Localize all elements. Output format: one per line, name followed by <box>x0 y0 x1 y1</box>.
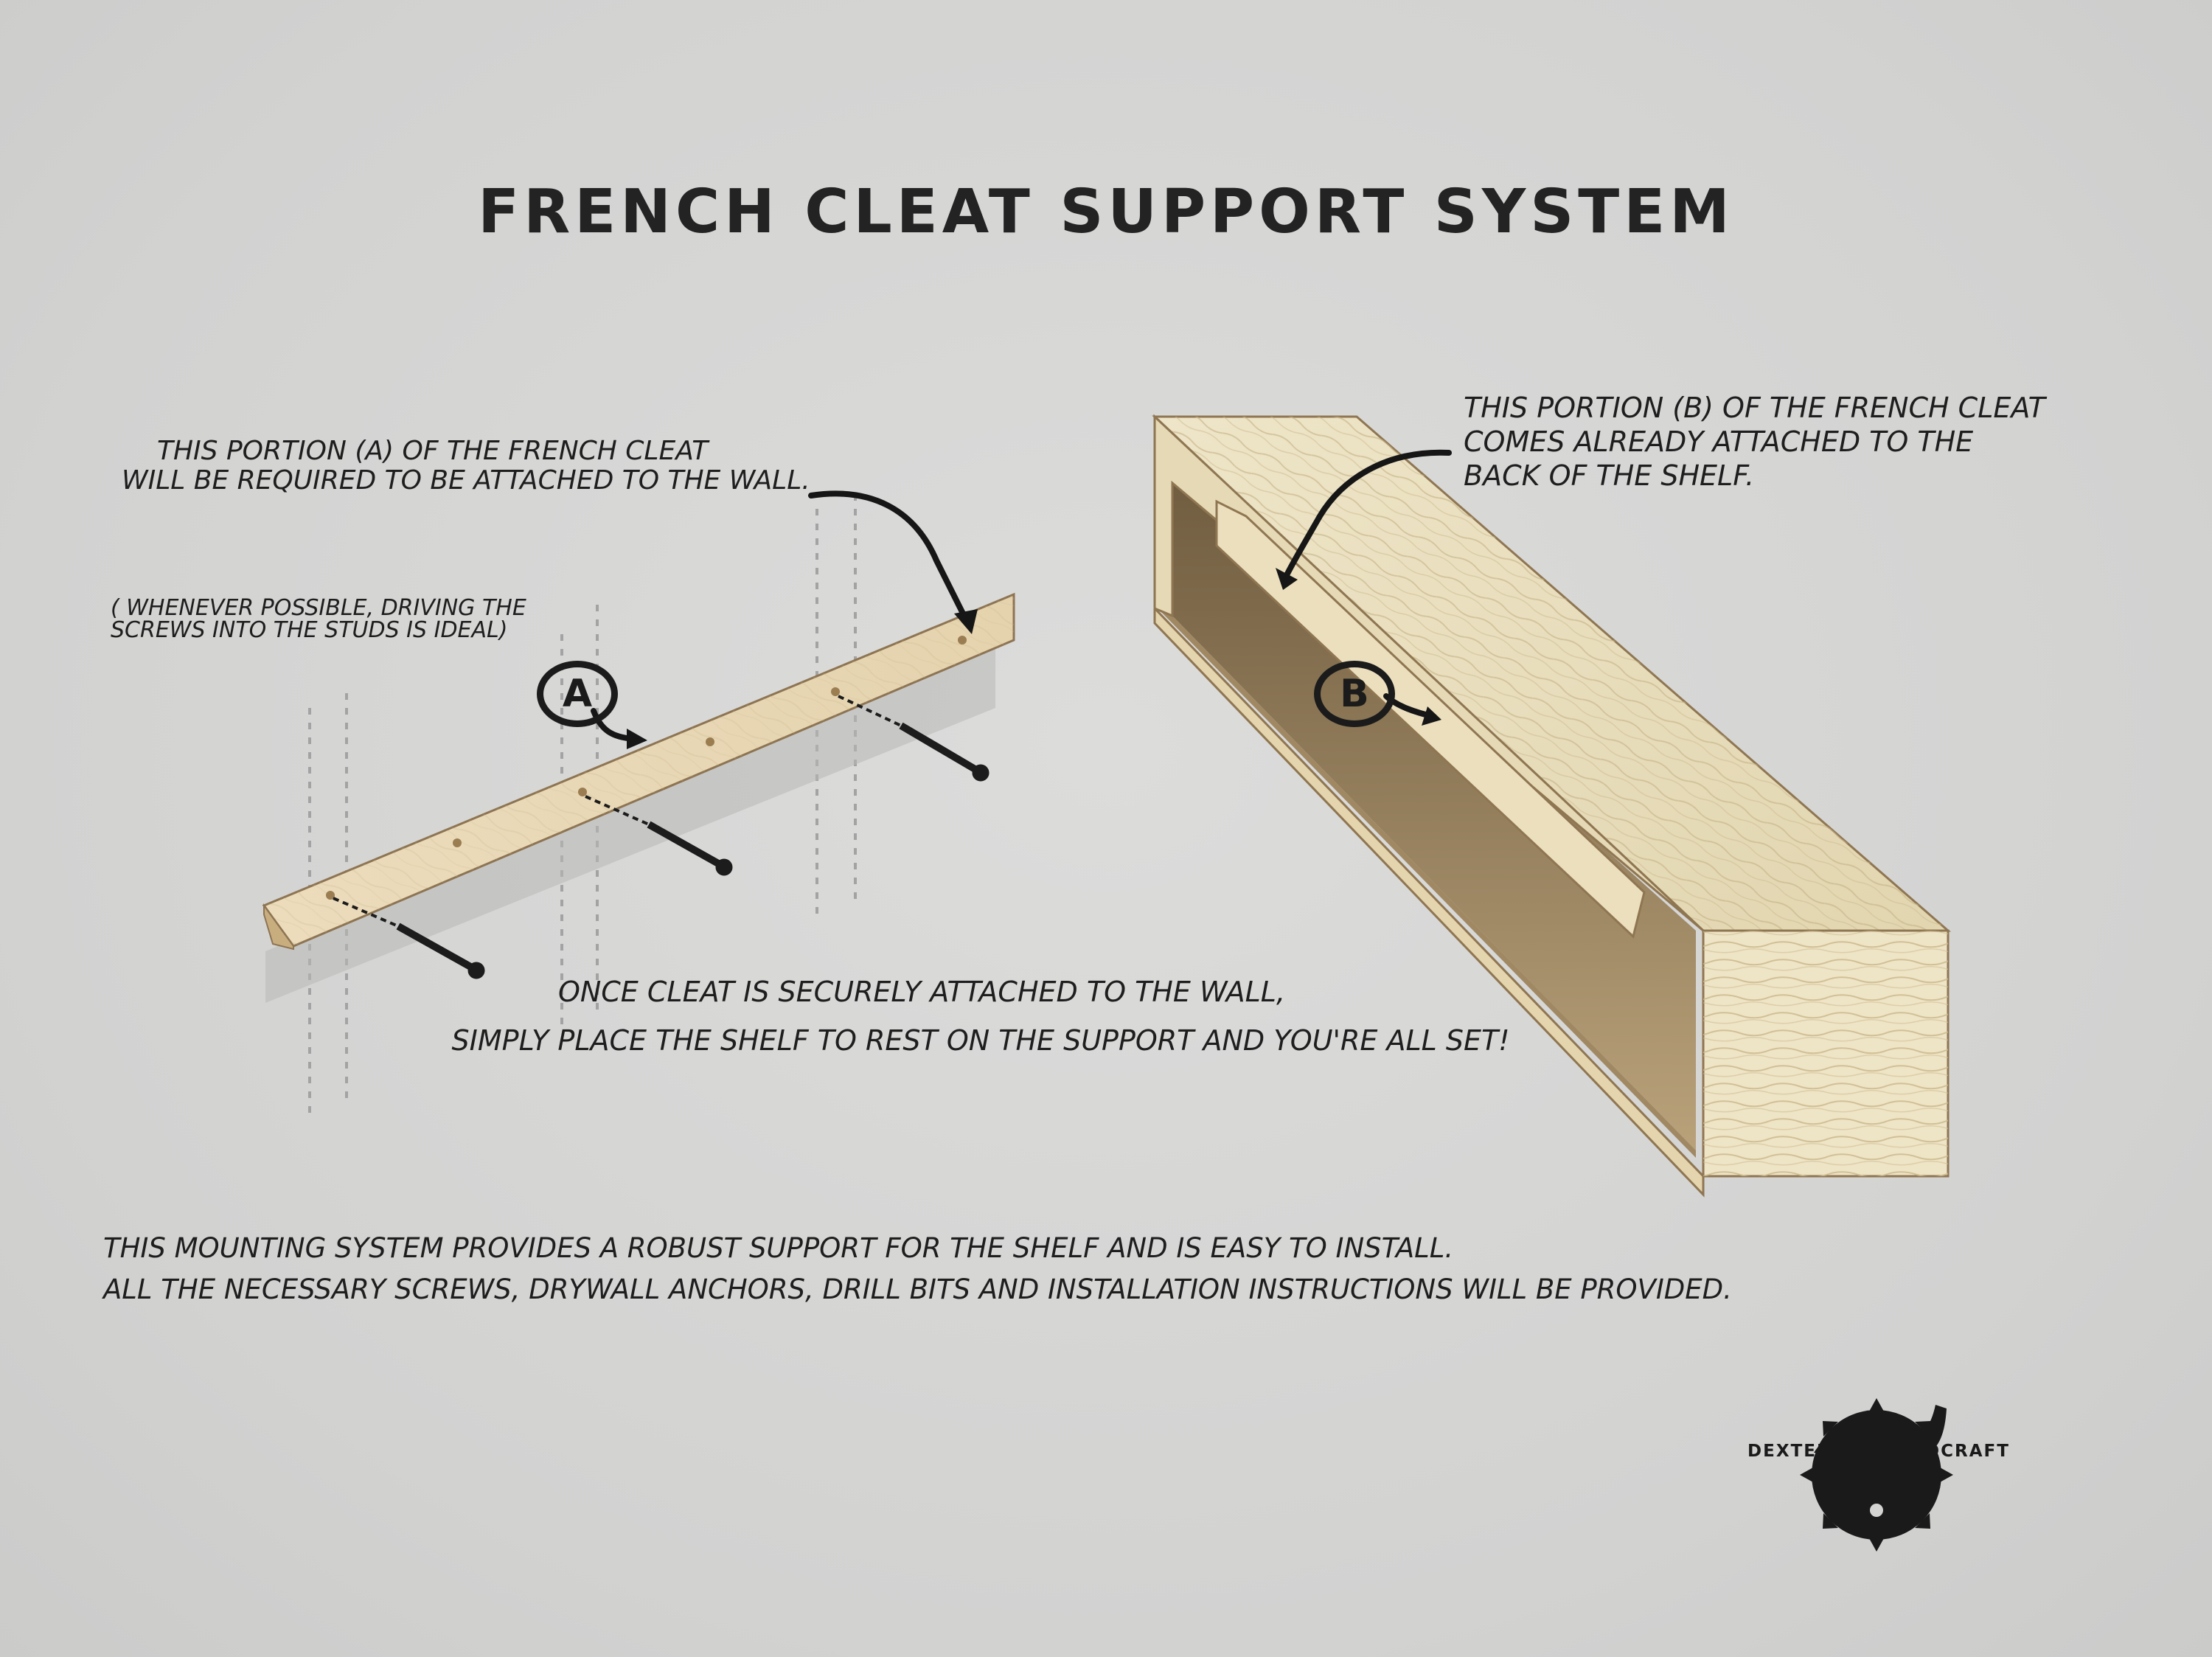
note-hint-line2: SCREWS INTO THE STUDS IS IDEAL) <box>111 617 508 643</box>
note-summary: THIS MOUNTING SYSTEM PROVIDES A ROBUST S… <box>103 1228 1732 1310</box>
note-portion-b: THIS PORTION (B) OF THE FRENCH CLEAT COM… <box>1464 391 2045 493</box>
note-a-line1: THIS PORTION (A) OF THE FRENCH CLEAT <box>157 436 709 466</box>
cleat-a <box>262 592 1015 951</box>
note-bottom-line1: THIS MOUNTING SYSTEM PROVIDES A ROBUST S… <box>103 1232 1454 1264</box>
note-install-step: ONCE CLEAT IS SECURELY ATTACHED TO THE W… <box>0 968 1961 1065</box>
screws <box>333 695 990 979</box>
cleat-shadow <box>265 649 995 1003</box>
note-mid-line1: ONCE CLEAT IS SECURELY ATTACHED TO THE W… <box>557 976 1286 1008</box>
note-hint-line1: ( WHENEVER POSSIBLE, DRIVING THE <box>111 595 526 621</box>
note-a-line2: WILL BE REQUIRED TO BE ATTACHED TO THE W… <box>122 465 810 496</box>
note-bottom-line2: ALL THE NECESSARY SCREWS, DRYWALL ANCHOR… <box>103 1274 1732 1305</box>
label-a-badge: A <box>537 661 618 727</box>
shelf-b <box>1152 414 1952 1198</box>
arrow-heads <box>627 568 1441 749</box>
page-title: FRENCH CLEAT SUPPORT SYSTEM <box>478 177 1734 247</box>
note-mid-line2: SIMPLY PLACE THE SHELF TO REST ON THE SU… <box>451 1024 1510 1057</box>
note-stud-hint: ( WHENEVER POSSIBLE, DRIVING THE SCREWS … <box>111 597 526 642</box>
note-portion-a: THIS PORTION (A) OF THE FRENCH CLEAT WIL… <box>122 437 810 496</box>
label-b-badge: B <box>1314 661 1395 727</box>
note-b-line3: BACK OF THE SHELF. <box>1464 459 1755 492</box>
logo-wordmark: DEXTERITY WOODCRAFT <box>1747 1442 2010 1461</box>
logo-graphic <box>1800 1398 1953 1552</box>
note-b-line1: THIS PORTION (B) OF THE FRENCH CLEAT <box>1464 392 2045 424</box>
note-b-line2: COMES ALREADY ATTACHED TO THE <box>1464 425 1974 458</box>
